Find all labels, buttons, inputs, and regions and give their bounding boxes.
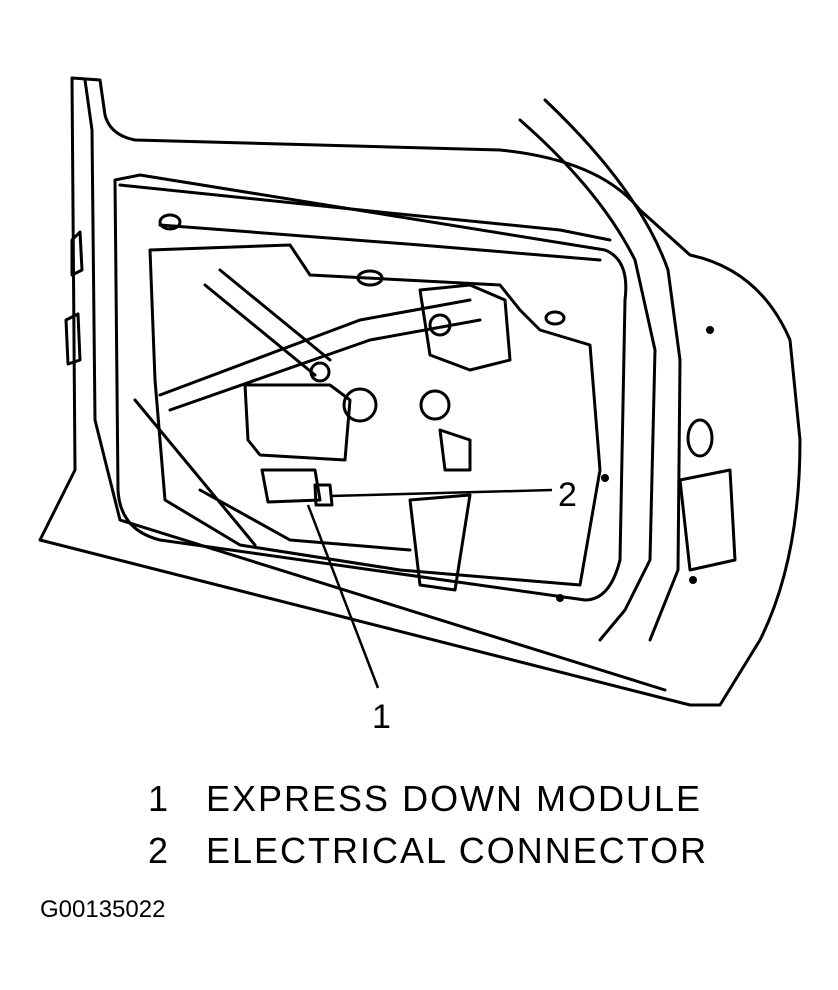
- regulator-motor: [243, 383, 352, 462]
- legend-number: 2: [148, 830, 171, 871]
- leader-line-2: [329, 488, 553, 498]
- belt-line-lower: [158, 223, 602, 262]
- legend-label: ELECTRICAL CONNECTOR: [206, 830, 709, 871]
- lower-brace: [408, 493, 472, 592]
- callout-number-2: 2: [558, 476, 577, 514]
- regulator-arm: [158, 298, 482, 412]
- legend-number: 1: [148, 778, 171, 819]
- window-pillar-inner: [543, 98, 682, 642]
- pivot-bolt: [309, 361, 331, 383]
- inner-panel-opening: [113, 173, 628, 602]
- legend-label: EXPRESS DOWN MODULE: [206, 778, 703, 819]
- callout-number-1: 1: [372, 698, 391, 736]
- figure-id: G00135022: [40, 896, 166, 923]
- express-down-module: [260, 468, 322, 504]
- hinge-bracket: [678, 468, 737, 572]
- latch-bolt: [428, 313, 452, 337]
- access-hole: [356, 269, 384, 287]
- window-pillar: [518, 118, 657, 642]
- rivet: [556, 594, 564, 602]
- lower-panel-edge: [133, 398, 412, 552]
- access-hole: [158, 213, 182, 231]
- regulator-arm: [203, 268, 332, 377]
- access-hole: [686, 418, 714, 458]
- rivet: [689, 576, 697, 584]
- belt-line: [118, 183, 612, 242]
- leader-line-1: [306, 504, 380, 689]
- door-inner-frame-line: [83, 78, 667, 692]
- electrical-connector: [313, 483, 334, 507]
- inner-panel-recess: [148, 243, 602, 587]
- door-outer-frame: [38, 76, 802, 707]
- rivet: [706, 326, 714, 334]
- rivet: [601, 474, 609, 482]
- motor-gear: [419, 389, 451, 421]
- hinge-bracket: [64, 230, 84, 366]
- door-latch: [418, 283, 512, 372]
- access-hole: [544, 310, 566, 326]
- motor-gear: [342, 387, 378, 423]
- latch-rod: [438, 428, 472, 472]
